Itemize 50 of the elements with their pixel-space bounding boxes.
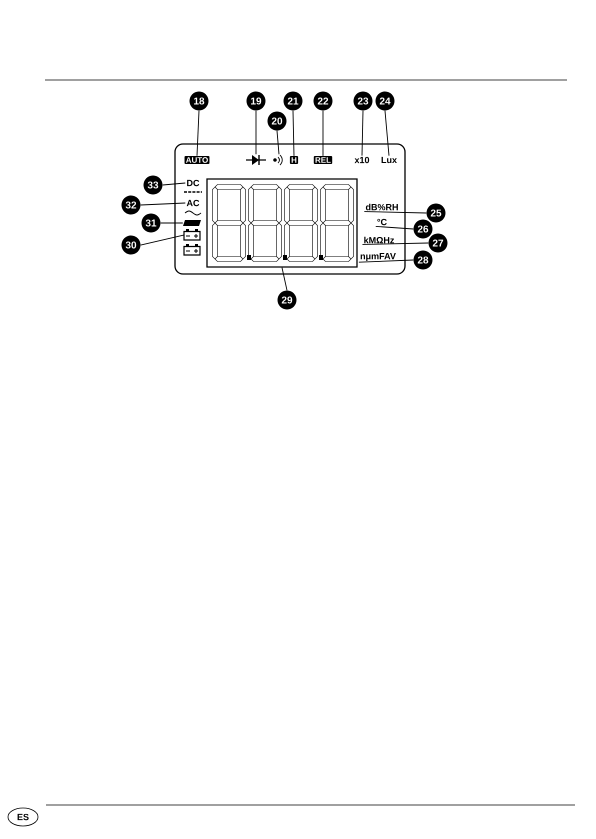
callout-number: 29: [278, 290, 296, 310]
unit-indicator: dB%RH: [366, 204, 398, 210]
lcd-indicator: x10: [354, 156, 370, 164]
lcd-indicator: H: [290, 156, 298, 164]
minus-bar-icon: [183, 220, 201, 226]
lcd-indicator: AC: [186, 200, 200, 206]
leader-line: [375, 226, 414, 230]
leader-line: [276, 130, 280, 155]
buzzer-icon: [273, 154, 283, 166]
callout-number: 27: [428, 234, 448, 252]
callout-number: 33: [144, 176, 162, 194]
lcd-indicator: Lux: [382, 156, 397, 164]
callout-number: 23: [354, 92, 372, 110]
callout-number: 21: [284, 92, 302, 110]
leader-line: [362, 242, 429, 245]
lcd-indicator: AUTO: [184, 156, 210, 164]
leader-line: [140, 202, 186, 206]
leader-line: [140, 234, 184, 246]
callout-number: 31: [142, 214, 160, 232]
callout-number: 19: [246, 92, 266, 110]
leader-line: [282, 267, 288, 291]
digit-display: [206, 178, 358, 268]
callout-number: 22: [314, 92, 332, 110]
leader-line: [162, 182, 186, 186]
leader-line: [160, 222, 184, 224]
callout-number: 32: [122, 196, 140, 214]
language-badge: ES: [8, 808, 38, 826]
unit-indicator: nμmFAV: [360, 253, 396, 262]
unit-indicator: °C: [377, 218, 387, 226]
callout-number: 25: [426, 204, 446, 222]
callout-number: 20: [268, 112, 286, 130]
leader-line: [384, 110, 390, 156]
unit-indicator: kMΩHz: [364, 236, 394, 244]
leader-line: [362, 110, 364, 156]
leader-line: [358, 260, 414, 263]
leader-line: [364, 211, 427, 214]
lcd-indicator: REL: [314, 156, 332, 164]
lcd-display-frame: [174, 143, 406, 275]
leader-line: [322, 110, 324, 156]
callout-number: 26: [414, 220, 432, 238]
leader-line: [292, 110, 294, 156]
callout-number: 24: [376, 92, 394, 110]
callout-number: 18: [190, 92, 208, 110]
callout-number: 28: [414, 250, 432, 270]
diode-icon: [246, 155, 266, 165]
leader-line: [196, 110, 200, 156]
callout-number: 30: [122, 236, 140, 254]
battery-icon: [183, 244, 201, 256]
lcd-indicator: DC: [187, 180, 200, 186]
battery-icon: [183, 229, 201, 241]
